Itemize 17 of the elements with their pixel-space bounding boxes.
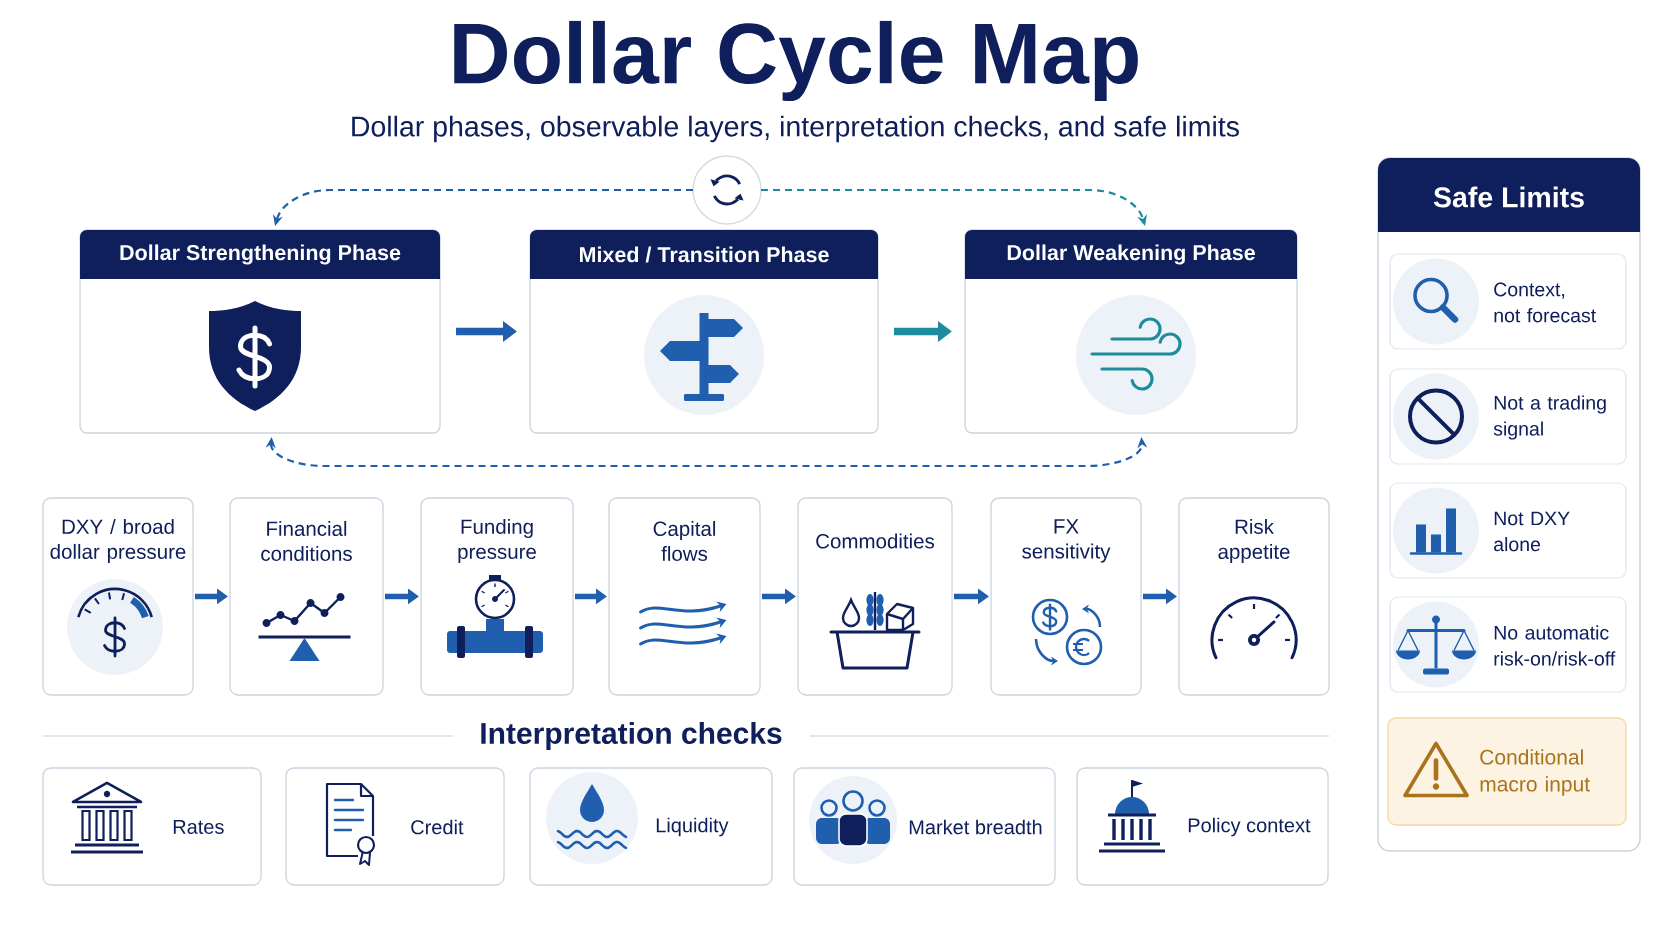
cycle-icon xyxy=(692,155,762,225)
check-card: Rates xyxy=(42,767,262,886)
check-card: Credit xyxy=(285,767,505,886)
layer-card: Risk appetite xyxy=(1178,497,1330,696)
subtitle: Dollar phases, observable layers, interpretation checks, and safe limits xyxy=(352,115,1239,143)
card-header: Dollar Strengthening Phase xyxy=(80,230,440,279)
layer-card: Capital flows xyxy=(608,497,761,696)
layer-card: Financial conditions xyxy=(229,497,384,696)
layer-card: FX sensitivity xyxy=(990,497,1142,696)
card-header: Mixed / Transition Phase xyxy=(530,230,878,279)
section-heading: Interpretation checks xyxy=(481,722,782,750)
warning-card: Conditional macro input xyxy=(1387,717,1627,826)
card-header: Dollar Weakening Phase xyxy=(965,230,1297,279)
check-card: Policy context xyxy=(1076,767,1329,886)
layer-card: Commodities xyxy=(797,497,953,696)
title: Dollar Cycle Map xyxy=(454,20,1138,102)
panel-header: Safe Limits xyxy=(1378,158,1640,232)
